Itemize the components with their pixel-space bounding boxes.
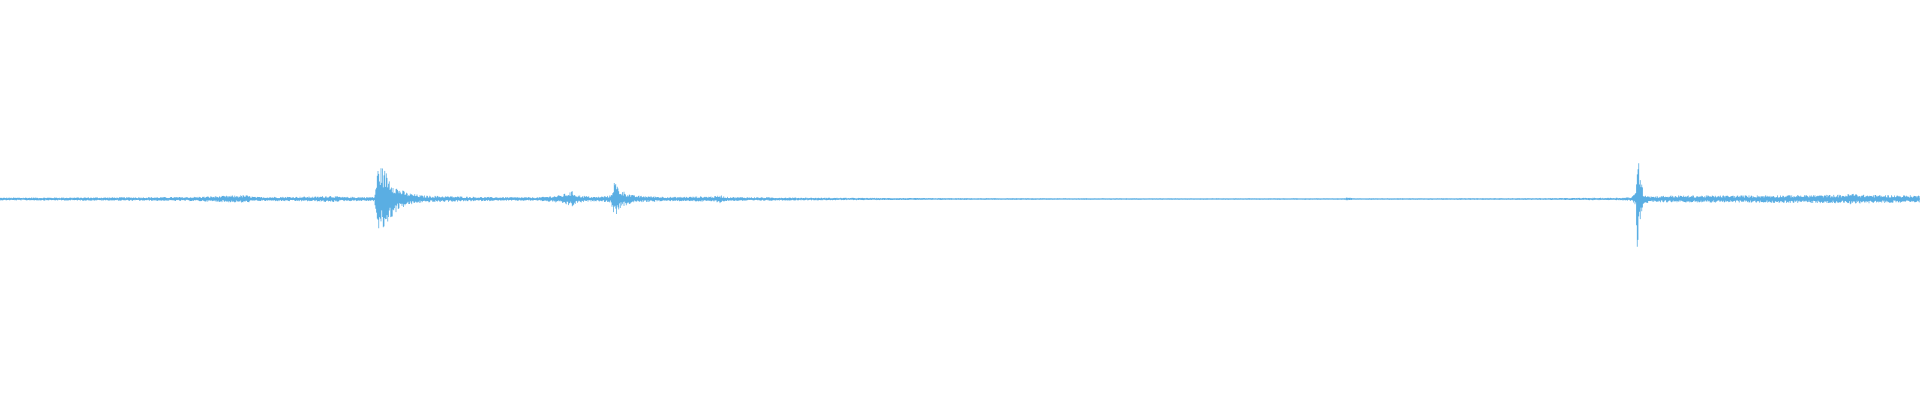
waveform-path [0, 163, 1920, 247]
waveform-samples [0, 163, 1920, 247]
